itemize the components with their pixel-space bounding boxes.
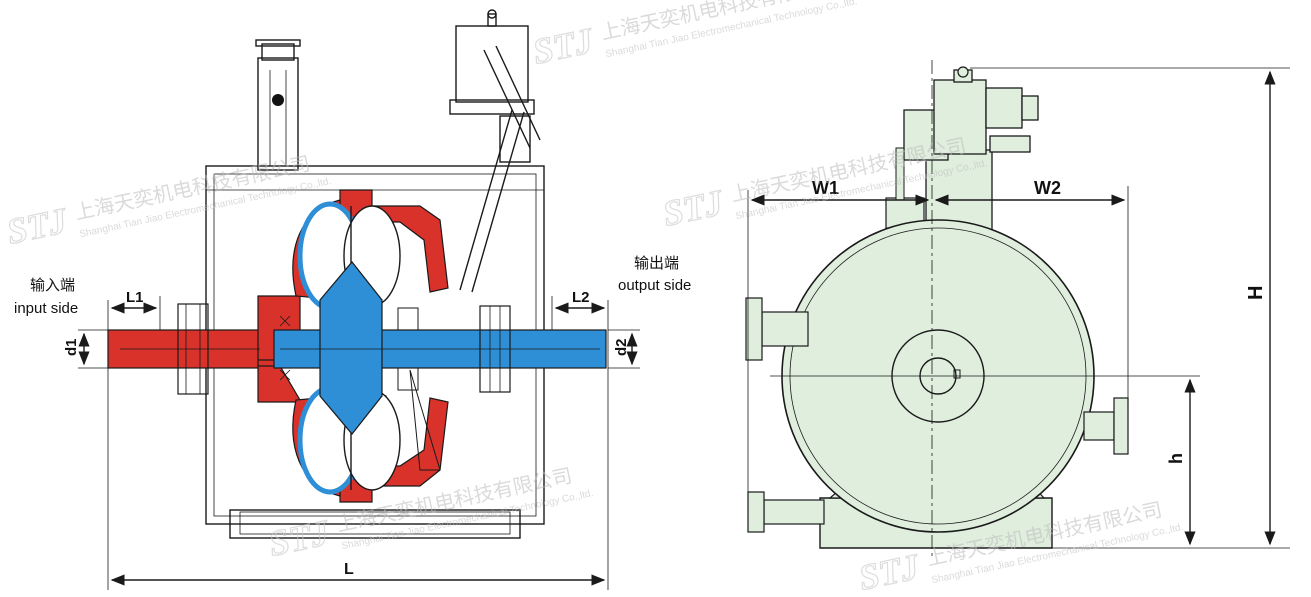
watermark-logo: STJ xyxy=(855,546,923,597)
dim-d2-label: d2 xyxy=(613,338,630,356)
side-flanges xyxy=(745,297,1129,533)
left-dimensions xyxy=(78,296,640,590)
left-section-view: L1 L2 d1 d2 L 输入端 input side 输出端 output … xyxy=(14,9,691,590)
watermark-logo: STJ xyxy=(265,512,333,564)
output-side-label-en: output side xyxy=(618,277,691,294)
watermark-logo: STJ xyxy=(3,200,71,252)
dim-total-l-label: L xyxy=(344,561,354,578)
dim-h-total-label: H xyxy=(1245,286,1267,300)
dim-l2-label: L2 xyxy=(572,289,590,306)
output-side-label-cn: 输出端 xyxy=(634,255,679,272)
right-dimensions xyxy=(747,67,1290,549)
dim-d1-label: d1 xyxy=(63,338,80,356)
dim-l1-label: L1 xyxy=(126,289,144,306)
watermark-logo: STJ xyxy=(529,20,597,72)
input-shaft-red xyxy=(107,295,301,403)
control-unit xyxy=(449,9,541,293)
output-shaft-blue xyxy=(273,261,607,471)
dim-w2-label: W2 xyxy=(1034,178,1061,198)
input-side-label-cn: 输入端 xyxy=(30,277,75,294)
breather-tube xyxy=(255,39,301,171)
right-end-view: W1 W2 H h xyxy=(745,60,1290,560)
input-side-label-en: input side xyxy=(14,300,78,317)
dim-w1-label: W1 xyxy=(812,178,839,198)
dim-h-center-label: h xyxy=(1166,453,1186,464)
watermark-logo: STJ xyxy=(659,182,727,234)
oil-level-dot xyxy=(272,94,284,106)
